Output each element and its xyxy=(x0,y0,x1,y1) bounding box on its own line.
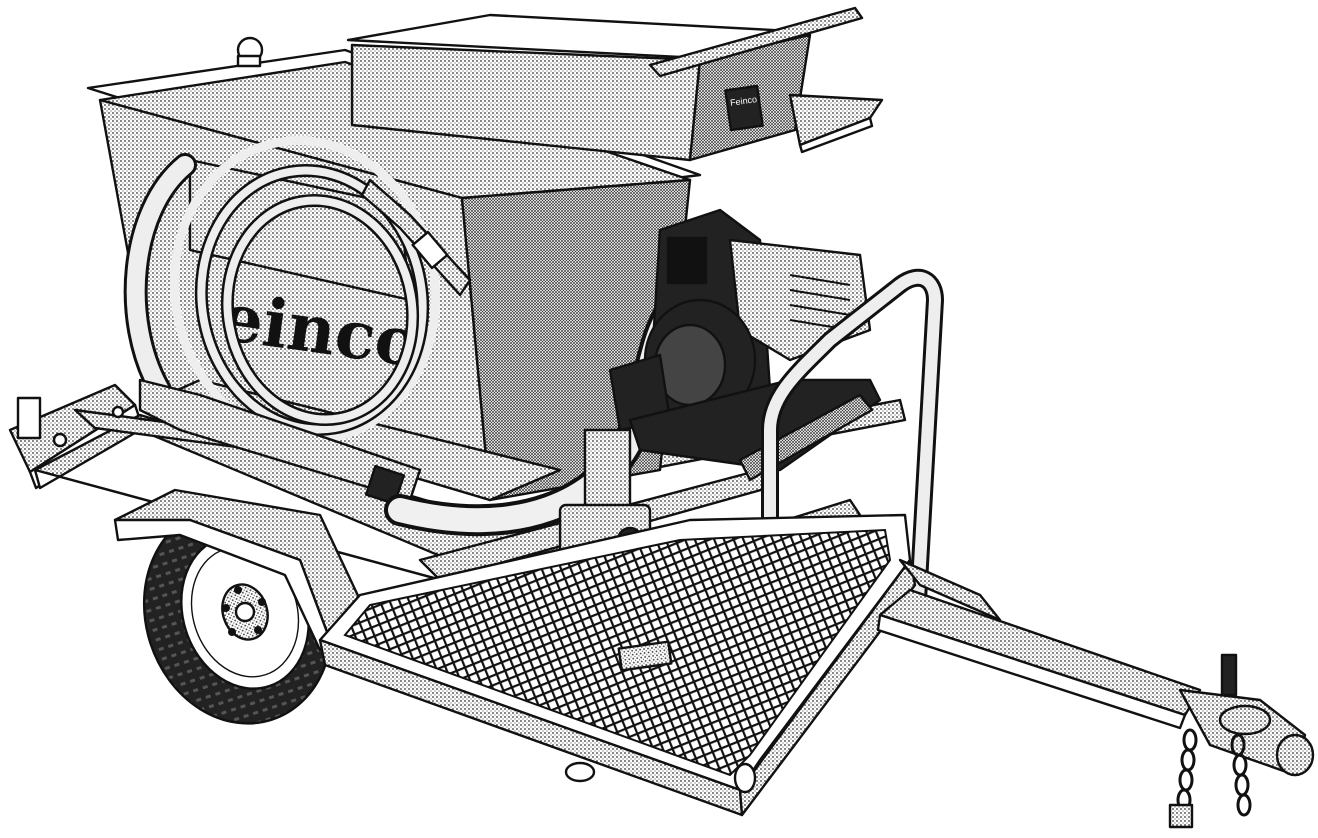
drawbar xyxy=(876,558,1202,730)
safety-chains xyxy=(1168,728,1252,829)
hose-coil xyxy=(169,136,472,444)
roll-bar xyxy=(761,268,944,769)
grated-deck xyxy=(318,513,917,817)
tow-coupling xyxy=(1178,653,1315,777)
supply-hose xyxy=(123,153,422,506)
nameplate: Feinco xyxy=(729,94,757,108)
upper-hopper: Feinco xyxy=(346,6,884,162)
pump-outlet-fittings xyxy=(558,428,652,557)
